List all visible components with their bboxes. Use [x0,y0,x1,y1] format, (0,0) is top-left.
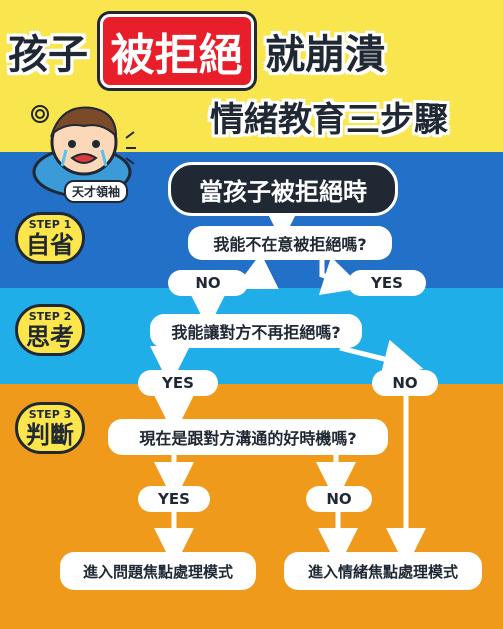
step-3-name: 判斷 [26,421,74,449]
title-highlight: 被拒絕 [99,14,254,88]
step-3-number: STEP 3 [28,408,72,421]
step-1-number: STEP 1 [28,218,72,231]
question-2-yes: YES [138,370,218,396]
question-2-no: NO [372,370,438,396]
title: 孩子 被拒絕 就崩潰 [8,14,386,88]
step-2-name: 思考 [26,323,74,351]
question-1: 我能不在意被拒絕嗎? [188,226,392,260]
question-3: 現在是跟對方溝通的好時機嗎? [108,419,388,455]
start-node: 當孩子被拒絕時 [168,162,398,216]
outcome-problem-focus: 進入問題焦點處理模式 [60,552,256,590]
arrow-q1-yes [318,256,364,295]
subtitle: 情緒教育三步驟 [210,100,448,140]
question-3-no: NO [306,486,372,512]
question-2: 我能讓對方不再拒絕嗎? [150,314,362,348]
outcome-emotion-focus: 進入情緒焦點處理模式 [284,552,482,590]
question-1-no: NO [168,270,248,296]
crying-kid-icon [31,105,136,197]
question-1-yes: YES [348,270,426,296]
step-2-number: STEP 2 [28,310,72,323]
step-2-badge: STEP 2 思考 [15,304,85,356]
title-prefix: 孩子 [8,32,88,78]
step-1: STEP 1 自省 [14,212,86,264]
step-3-badge: STEP 3 判斷 [15,402,85,454]
step-3: STEP 3 判斷 [14,402,86,454]
step-1-badge: STEP 1 自省 [15,212,85,264]
step-1-name: 自省 [26,231,74,259]
question-3-yes: YES [138,486,210,512]
arrow-q1-no [234,253,279,289]
title-suffix: 就崩潰 [265,32,386,78]
arrow-q2-no [339,339,424,379]
step-2: STEP 2 思考 [14,304,86,356]
mascot-label: 天才領袖 [64,180,129,203]
